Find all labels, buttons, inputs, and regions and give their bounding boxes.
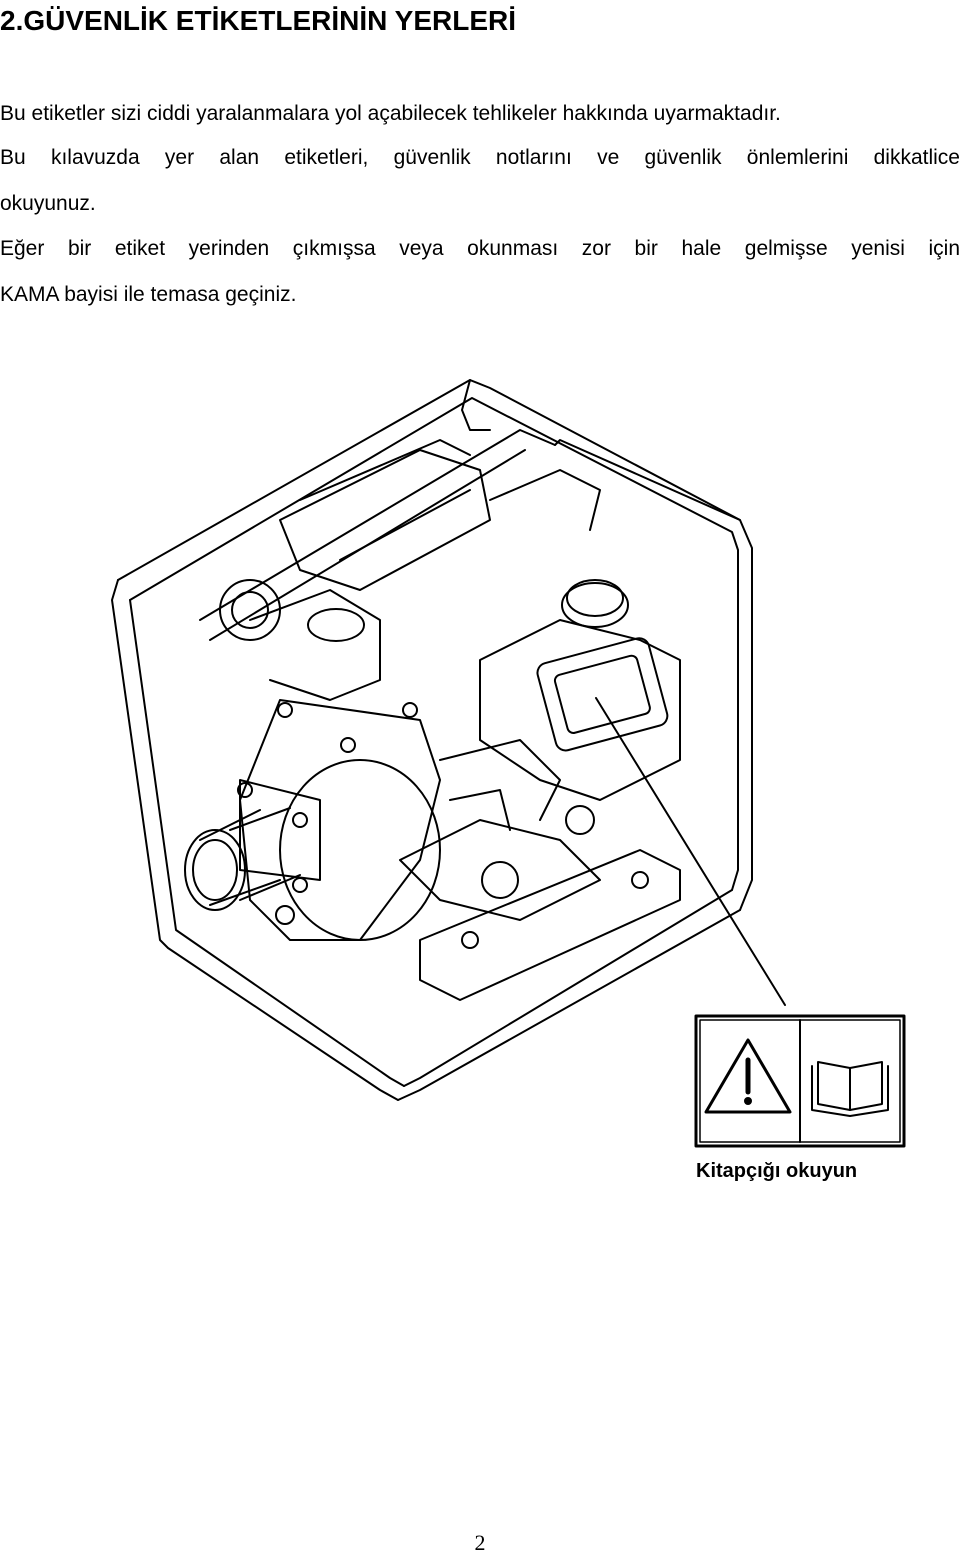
pump-housing <box>184 699 441 941</box>
safety-label <box>694 1014 906 1148</box>
pump-engine-body <box>219 439 681 801</box>
replacement-line-2: KAMA bayisi ile temasa geçiniz. <box>0 283 297 306</box>
water-pump-drawing: Kitapçığı okuyun <box>111 379 906 1182</box>
label-leader-line <box>595 697 786 1006</box>
open-book-icon <box>811 1061 889 1117</box>
label-caption: Kitapçığı okuyun <box>696 1160 857 1182</box>
intro-line: Bu etiketler sizi ciddi yaralanmalara yo… <box>0 102 781 125</box>
warning-triangle-icon <box>704 1038 792 1114</box>
replacement-line-1: Eğer bir etiket yerinden çıkmışsa veya o… <box>0 237 960 260</box>
instruction-line-1: Bu kılavuzda yer alan etiketleri, güvenl… <box>0 146 960 169</box>
intro-paragraph: Bu etiketler sizi ciddi yaralanmalara yo… <box>0 102 960 126</box>
pump-frame <box>111 379 753 1101</box>
pump-base <box>399 739 681 1001</box>
instruction-line-2: okuyunuz. <box>0 192 96 215</box>
page-title: 2.GÜVENLİK ETİKETLERİNİN YERLERİ <box>0 5 516 36</box>
page-number: 2 <box>474 1530 486 1555</box>
instruction-paragraph: Bu kılavuzda yer alan etiketleri, güvenl… <box>0 146 960 238</box>
pump-illustration-figure: Kitapçığı okuyun <box>0 360 960 1190</box>
replacement-paragraph: Eğer bir etiket yerinden çıkmışsa veya o… <box>0 237 960 329</box>
